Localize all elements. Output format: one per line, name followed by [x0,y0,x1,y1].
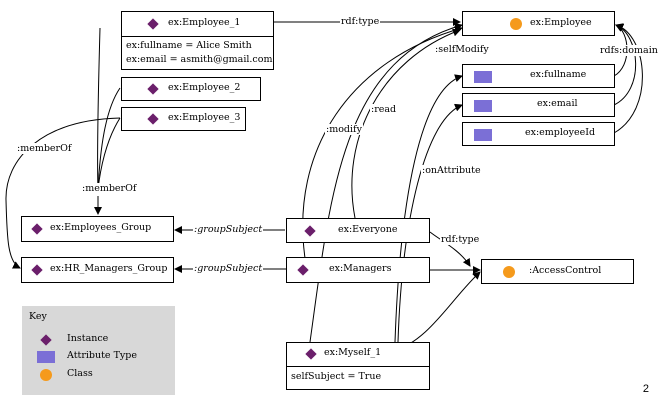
attribute-type-icon [474,129,492,141]
edge-label-group-subject-1: :groupSubject [193,224,264,235]
instance-icon [147,113,159,125]
node-managers: ex:Managers [286,257,430,283]
node-employees-group-label: ex:Employees_Group [50,222,152,233]
edge-read [351,28,461,219]
node-employee-3: ex:Employee_3 [121,107,246,131]
edge-memberof-employee1 [97,27,101,191]
node-employees-group: ex:Employees_Group [21,216,174,242]
node-access-control-label: :AccessControl [529,265,602,276]
instance-icon [305,348,317,360]
attribute-type-icon [474,71,492,83]
instance-icon [31,264,43,276]
edge-memberof-hr [5,117,121,269]
legend: Key Instance Attribute Type Class [22,306,175,395]
attribute-type-icon [37,351,55,363]
instance-icon [297,264,309,276]
node-email-label: ex:email [537,98,578,109]
edge-onattribute-email [397,103,463,343]
node-myself-1: ex:Myself_1 selfSubject = True [286,342,430,390]
legend-item-instance: Instance [37,333,167,347]
legend-title: Key [29,311,47,322]
node-employee-1: ex:Employee_1 ex:fullname = Alice Smith … [121,11,274,70]
node-hr-managers-group: ex:HR_Managers_Group [21,257,174,283]
legend-instance-label: Instance [67,333,109,344]
node-employee-3-label: ex:Employee_3 [168,112,241,123]
class-icon [40,369,52,381]
node-email: ex:email [462,93,615,117]
edge-label-on-attribute: :onAttribute [421,165,482,176]
edge-onattribute-fullname [394,74,463,343]
instance-icon [147,18,159,30]
node-everyone-label: ex:Everyone [338,224,398,235]
edge-label-modify: :modify [325,124,363,135]
edge-label-self-modify: :selfModify [434,44,490,55]
edge-label-member-of-left: :memberOf [16,143,73,154]
edge-label-rdfs-domain: rdfs:domain [599,45,659,56]
edge-rdftype-everyone [429,231,471,267]
node-myself-1-header: ex:Myself_1 [287,343,429,367]
class-icon [503,266,515,278]
node-employee-1-header: ex:Employee_1 [122,12,273,37]
edge-selfmodify [309,23,463,343]
legend-attribute-type-label: Attribute Type [67,350,137,361]
instance-icon [147,83,159,95]
node-myself-1-attr-selfsubject: selfSubject = True [291,371,382,382]
edge-label-member-of-center: :memberOf [81,183,138,194]
edge-label-read: :read [370,104,398,115]
instance-icon [304,225,316,237]
node-employee-class-label: ex:Employee [530,17,592,28]
legend-item-class: Class [37,368,167,382]
node-employee-1-attr-email: ex:email = asmith@gmail.com [126,54,273,65]
node-employee-class: ex:Employee [462,11,615,36]
instance-icon [31,223,43,235]
node-employee-2: ex:Employee_2 [121,77,261,101]
legend-item-attribute-type: Attribute Type [37,350,167,364]
node-fullname: ex:fullname [462,64,615,88]
node-hr-managers-group-label: ex:HR_Managers_Group [50,263,168,274]
node-employee-id-label: ex:employeeId [525,127,596,138]
node-employee-1-attr-fullname: ex:fullname = Alice Smith [126,40,252,51]
edge-memberof-employee2 [97,87,121,191]
node-access-control: :AccessControl [481,259,634,284]
node-employee-id: ex:employeeId [462,122,615,146]
node-employee-2-label: ex:Employee_2 [168,82,241,93]
attribute-type-icon [474,100,492,112]
edge-rdftype-myself [391,271,481,353]
node-fullname-label: ex:fullname [530,69,587,80]
node-employee-1-label: ex:Employee_1 [168,17,241,28]
node-myself-1-label: ex:Myself_1 [324,347,382,358]
edge-label-rdf-type-top: rdf:type [340,16,381,27]
edge-label-rdf-type-access: rdf:type [440,234,481,245]
edge-label-group-subject-2: :groupSubject [193,263,264,274]
class-icon [510,18,522,30]
instance-icon [40,334,52,346]
page-number: 2 [642,383,649,395]
edge-domain-employeeid [613,23,643,134]
legend-class-label: Class [67,368,93,379]
node-managers-label: ex:Managers [329,263,392,274]
node-everyone: ex:Everyone [286,218,430,243]
